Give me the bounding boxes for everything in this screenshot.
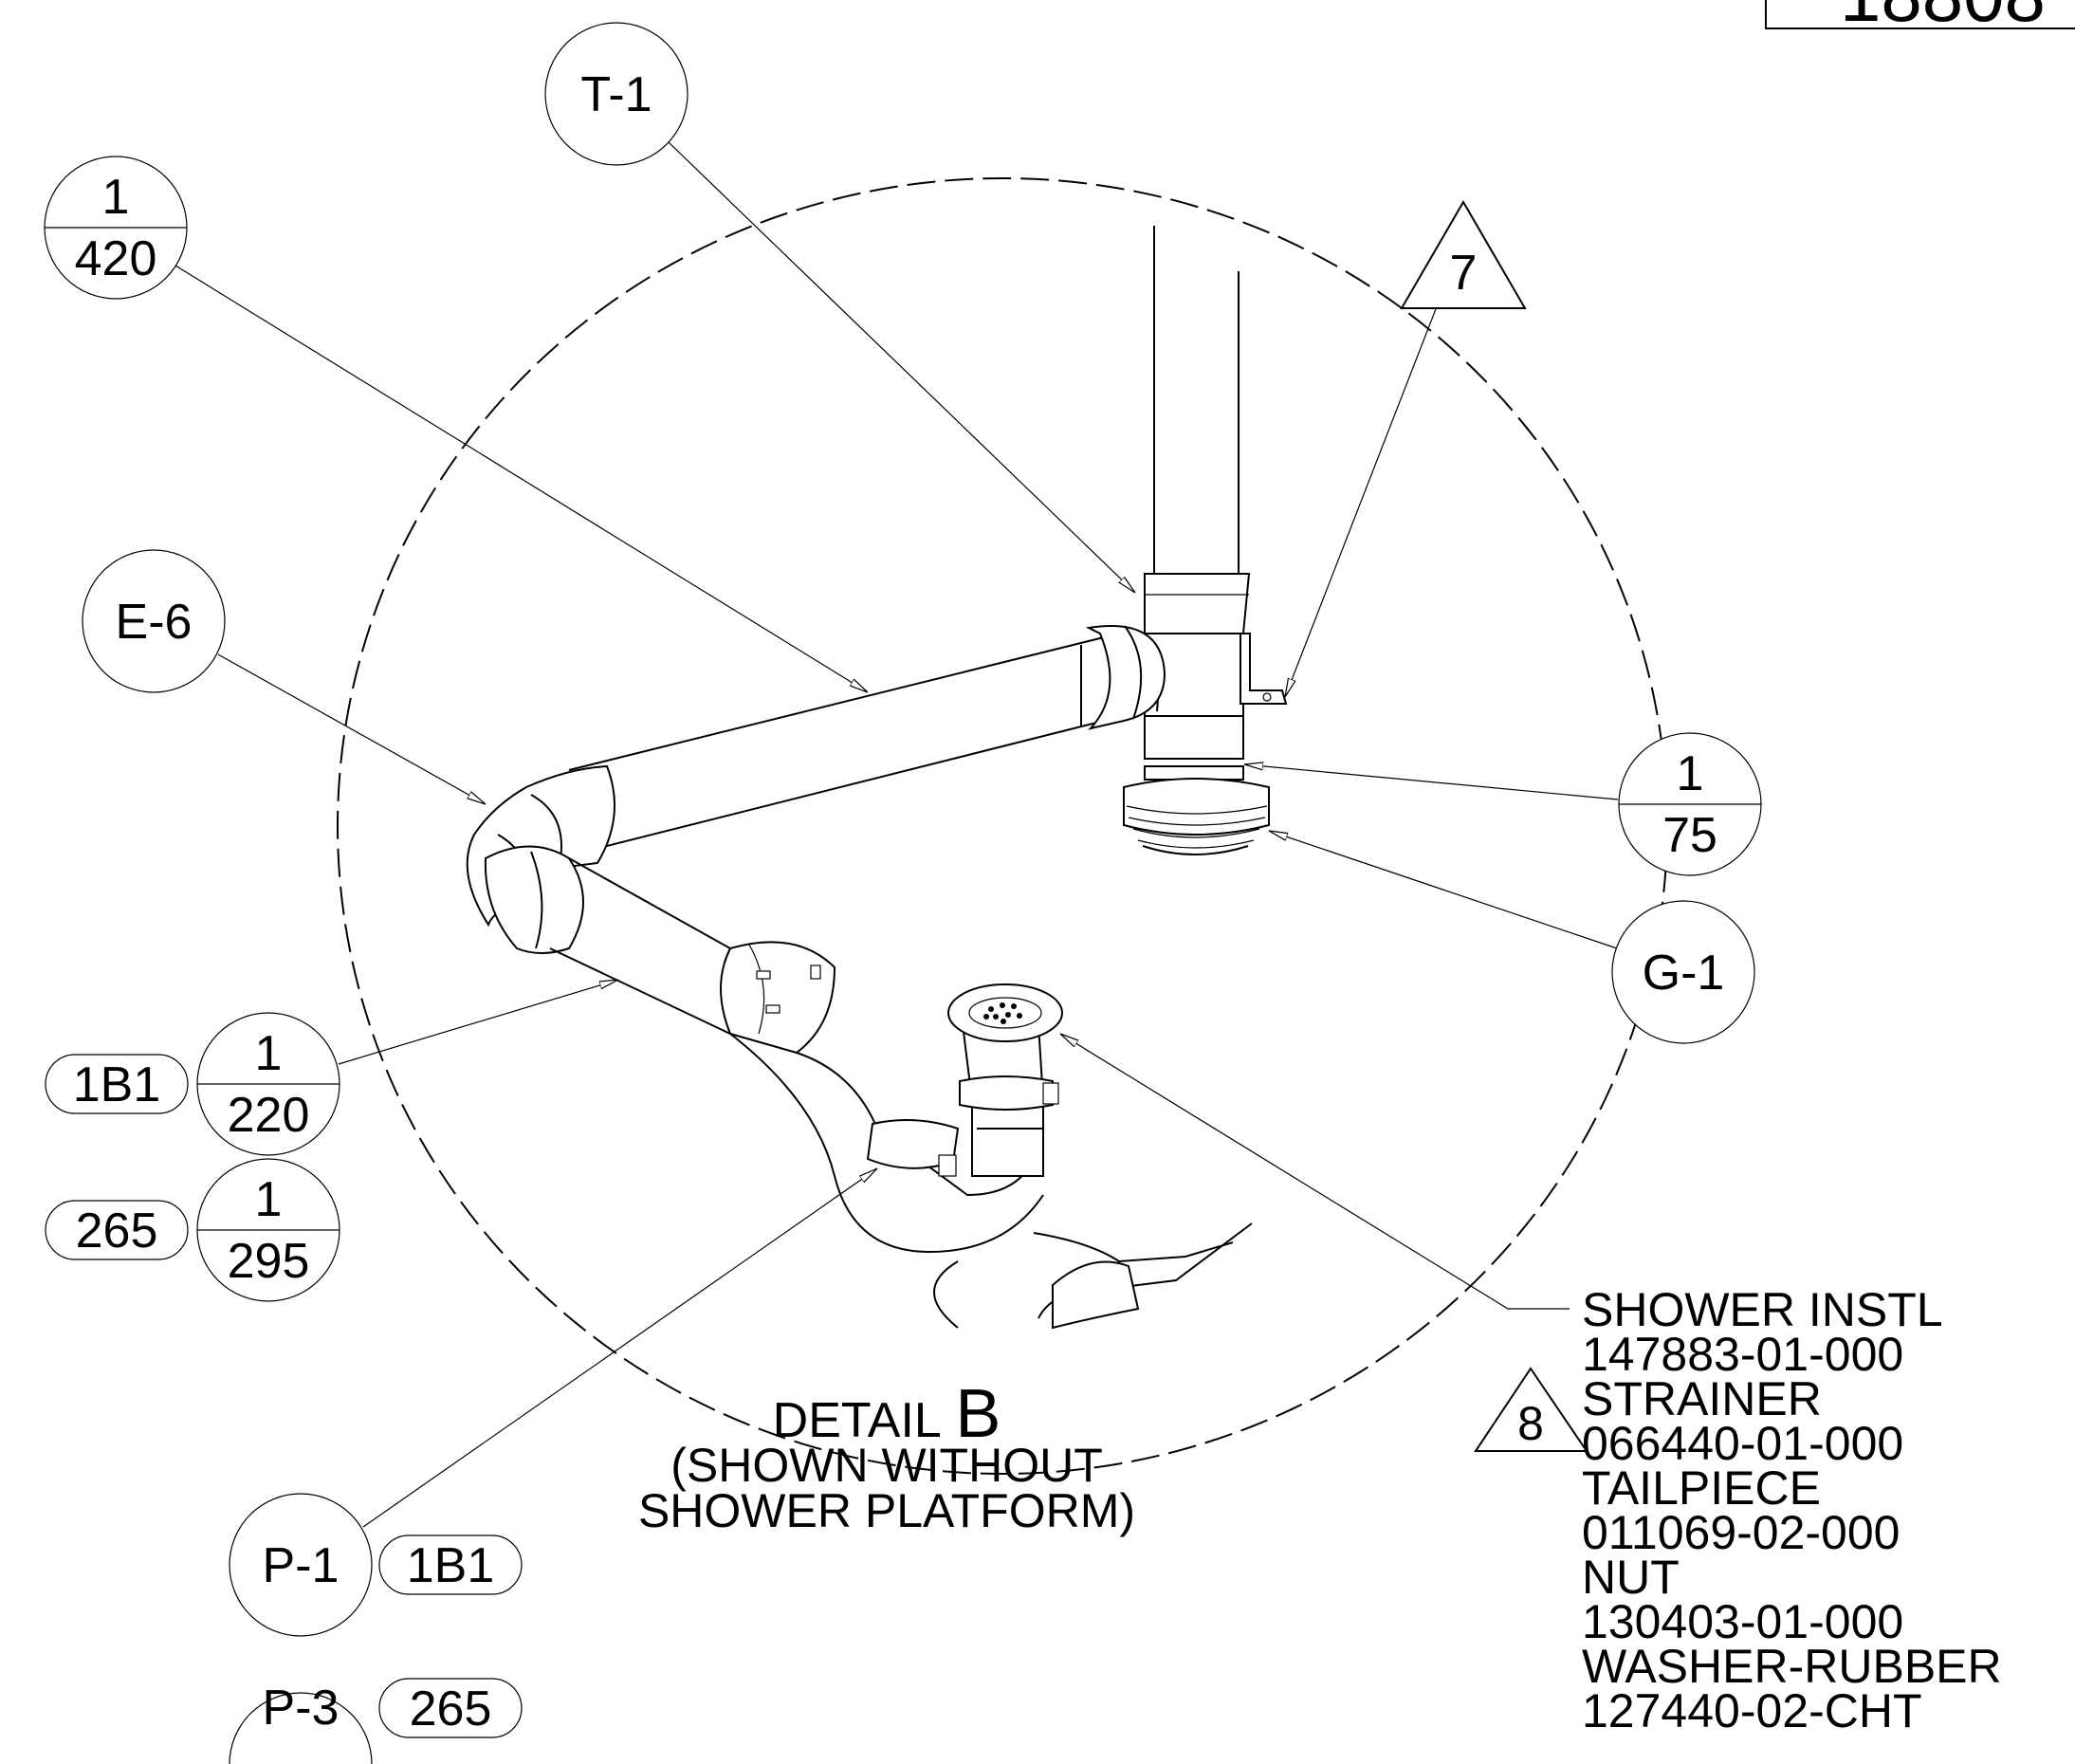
callout-420-top: 1 bbox=[102, 170, 130, 225]
callout-g1: G-1 bbox=[1611, 900, 1755, 1044]
parts-note-line-5: TAILPIECE bbox=[1582, 1461, 1821, 1515]
p-trap bbox=[729, 1033, 1044, 1329]
detail-subtitle-line1: (SHOWN WITHOUT bbox=[670, 1439, 1102, 1492]
callout-p3: P-3 265 bbox=[229, 1678, 523, 1764]
support-bracket bbox=[1239, 633, 1288, 705]
parts-note-line-6: 011069-02-000 bbox=[1582, 1506, 1900, 1559]
note-triangle-8 bbox=[1474, 1367, 1588, 1452]
parts-note-line-4: 066440-01-000 bbox=[1582, 1417, 1903, 1470]
parts-note-line-7: NUT bbox=[1582, 1551, 1680, 1604]
parts-note-line-3: STRAINER bbox=[1582, 1372, 1822, 1425]
callout-p1-label: P-1 bbox=[263, 1538, 340, 1593]
parts-note-line-9: WASHER-RUBBER bbox=[1582, 1640, 2002, 1693]
callout-p3-tag: 265 bbox=[410, 1681, 492, 1736]
lower-drain-pipe bbox=[1033, 1222, 1253, 1330]
callout-p1-tag: 1B1 bbox=[407, 1538, 495, 1593]
callout-g1-label: G-1 bbox=[1643, 946, 1725, 1001]
callout-295-tag: 265 bbox=[76, 1204, 158, 1259]
parts-note-line-10: 127440-02-CHT bbox=[1582, 1684, 1922, 1737]
elbow-fitting bbox=[466, 764, 615, 954]
cleanout-coupling bbox=[1123, 715, 1270, 855]
vertical-pipe bbox=[1153, 226, 1239, 574]
callout-t1: T-1 bbox=[544, 22, 689, 166]
callout-e6: E-6 bbox=[82, 549, 226, 693]
plumbing-assembly bbox=[466, 226, 1288, 1330]
callout-triangle-7: 7 bbox=[1400, 200, 1527, 309]
callout-420-bottom: 420 bbox=[75, 231, 157, 286]
callout-p1: P-1 1B1 bbox=[229, 1493, 523, 1637]
callout-220-tag: 1B1 bbox=[73, 1057, 161, 1112]
strainer-tailpiece bbox=[947, 983, 1063, 1177]
callout-triangle-7-label: 7 bbox=[1450, 246, 1478, 301]
callout-220-bottom: 220 bbox=[228, 1088, 310, 1143]
detail-subtitle-line2: SHOWER PLATFORM) bbox=[638, 1484, 1135, 1537]
parts-note-line-8: 130403-01-000 bbox=[1582, 1595, 1903, 1648]
callout-75: 1 75 bbox=[1618, 732, 1762, 876]
diagonal-drain-pipe bbox=[549, 857, 836, 1055]
detail-title: DETAIL B (SHOWN WITHOUT SHOWER PLATFORM) bbox=[638, 1376, 1135, 1537]
detail-title-word: DETAIL bbox=[773, 1393, 942, 1448]
parts-note-line-2: 147883-01-000 bbox=[1582, 1328, 1903, 1381]
detail-title-letter: B bbox=[955, 1376, 1001, 1452]
callout-220-top: 1 bbox=[255, 1026, 283, 1081]
callout-t1-label: T-1 bbox=[580, 67, 652, 122]
callout-295: 265 1 295 bbox=[45, 1158, 340, 1302]
note-triangle-8-label: 8 bbox=[1517, 1397, 1544, 1450]
parts-note: 8 SHOWER INSTL 147883-01-000 STRAINER 06… bbox=[1474, 1283, 2002, 1737]
callout-295-top: 1 bbox=[255, 1172, 283, 1227]
svg-text:DETAIL B: DETAIL B bbox=[773, 1376, 1001, 1452]
callout-75-top: 1 bbox=[1677, 746, 1704, 801]
corner-title-block: 18808 bbox=[1765, 0, 2075, 37]
callout-420: 1 420 bbox=[44, 156, 188, 300]
leader-lines bbox=[174, 141, 1619, 1528]
callout-220: 1B1 1 220 bbox=[45, 1012, 340, 1156]
callout-p3-label: P-3 bbox=[263, 1681, 340, 1736]
callout-75-bottom: 75 bbox=[1662, 808, 1717, 863]
callout-295-bottom: 295 bbox=[228, 1234, 310, 1289]
strainer-holes bbox=[983, 1002, 1022, 1024]
horizontal-drain-pipe bbox=[568, 625, 1166, 852]
corner-drawing-number: 18808 bbox=[1840, 0, 2046, 37]
parts-note-line-1: SHOWER INSTL bbox=[1582, 1283, 1943, 1336]
callout-e6-label: E-6 bbox=[116, 595, 193, 650]
